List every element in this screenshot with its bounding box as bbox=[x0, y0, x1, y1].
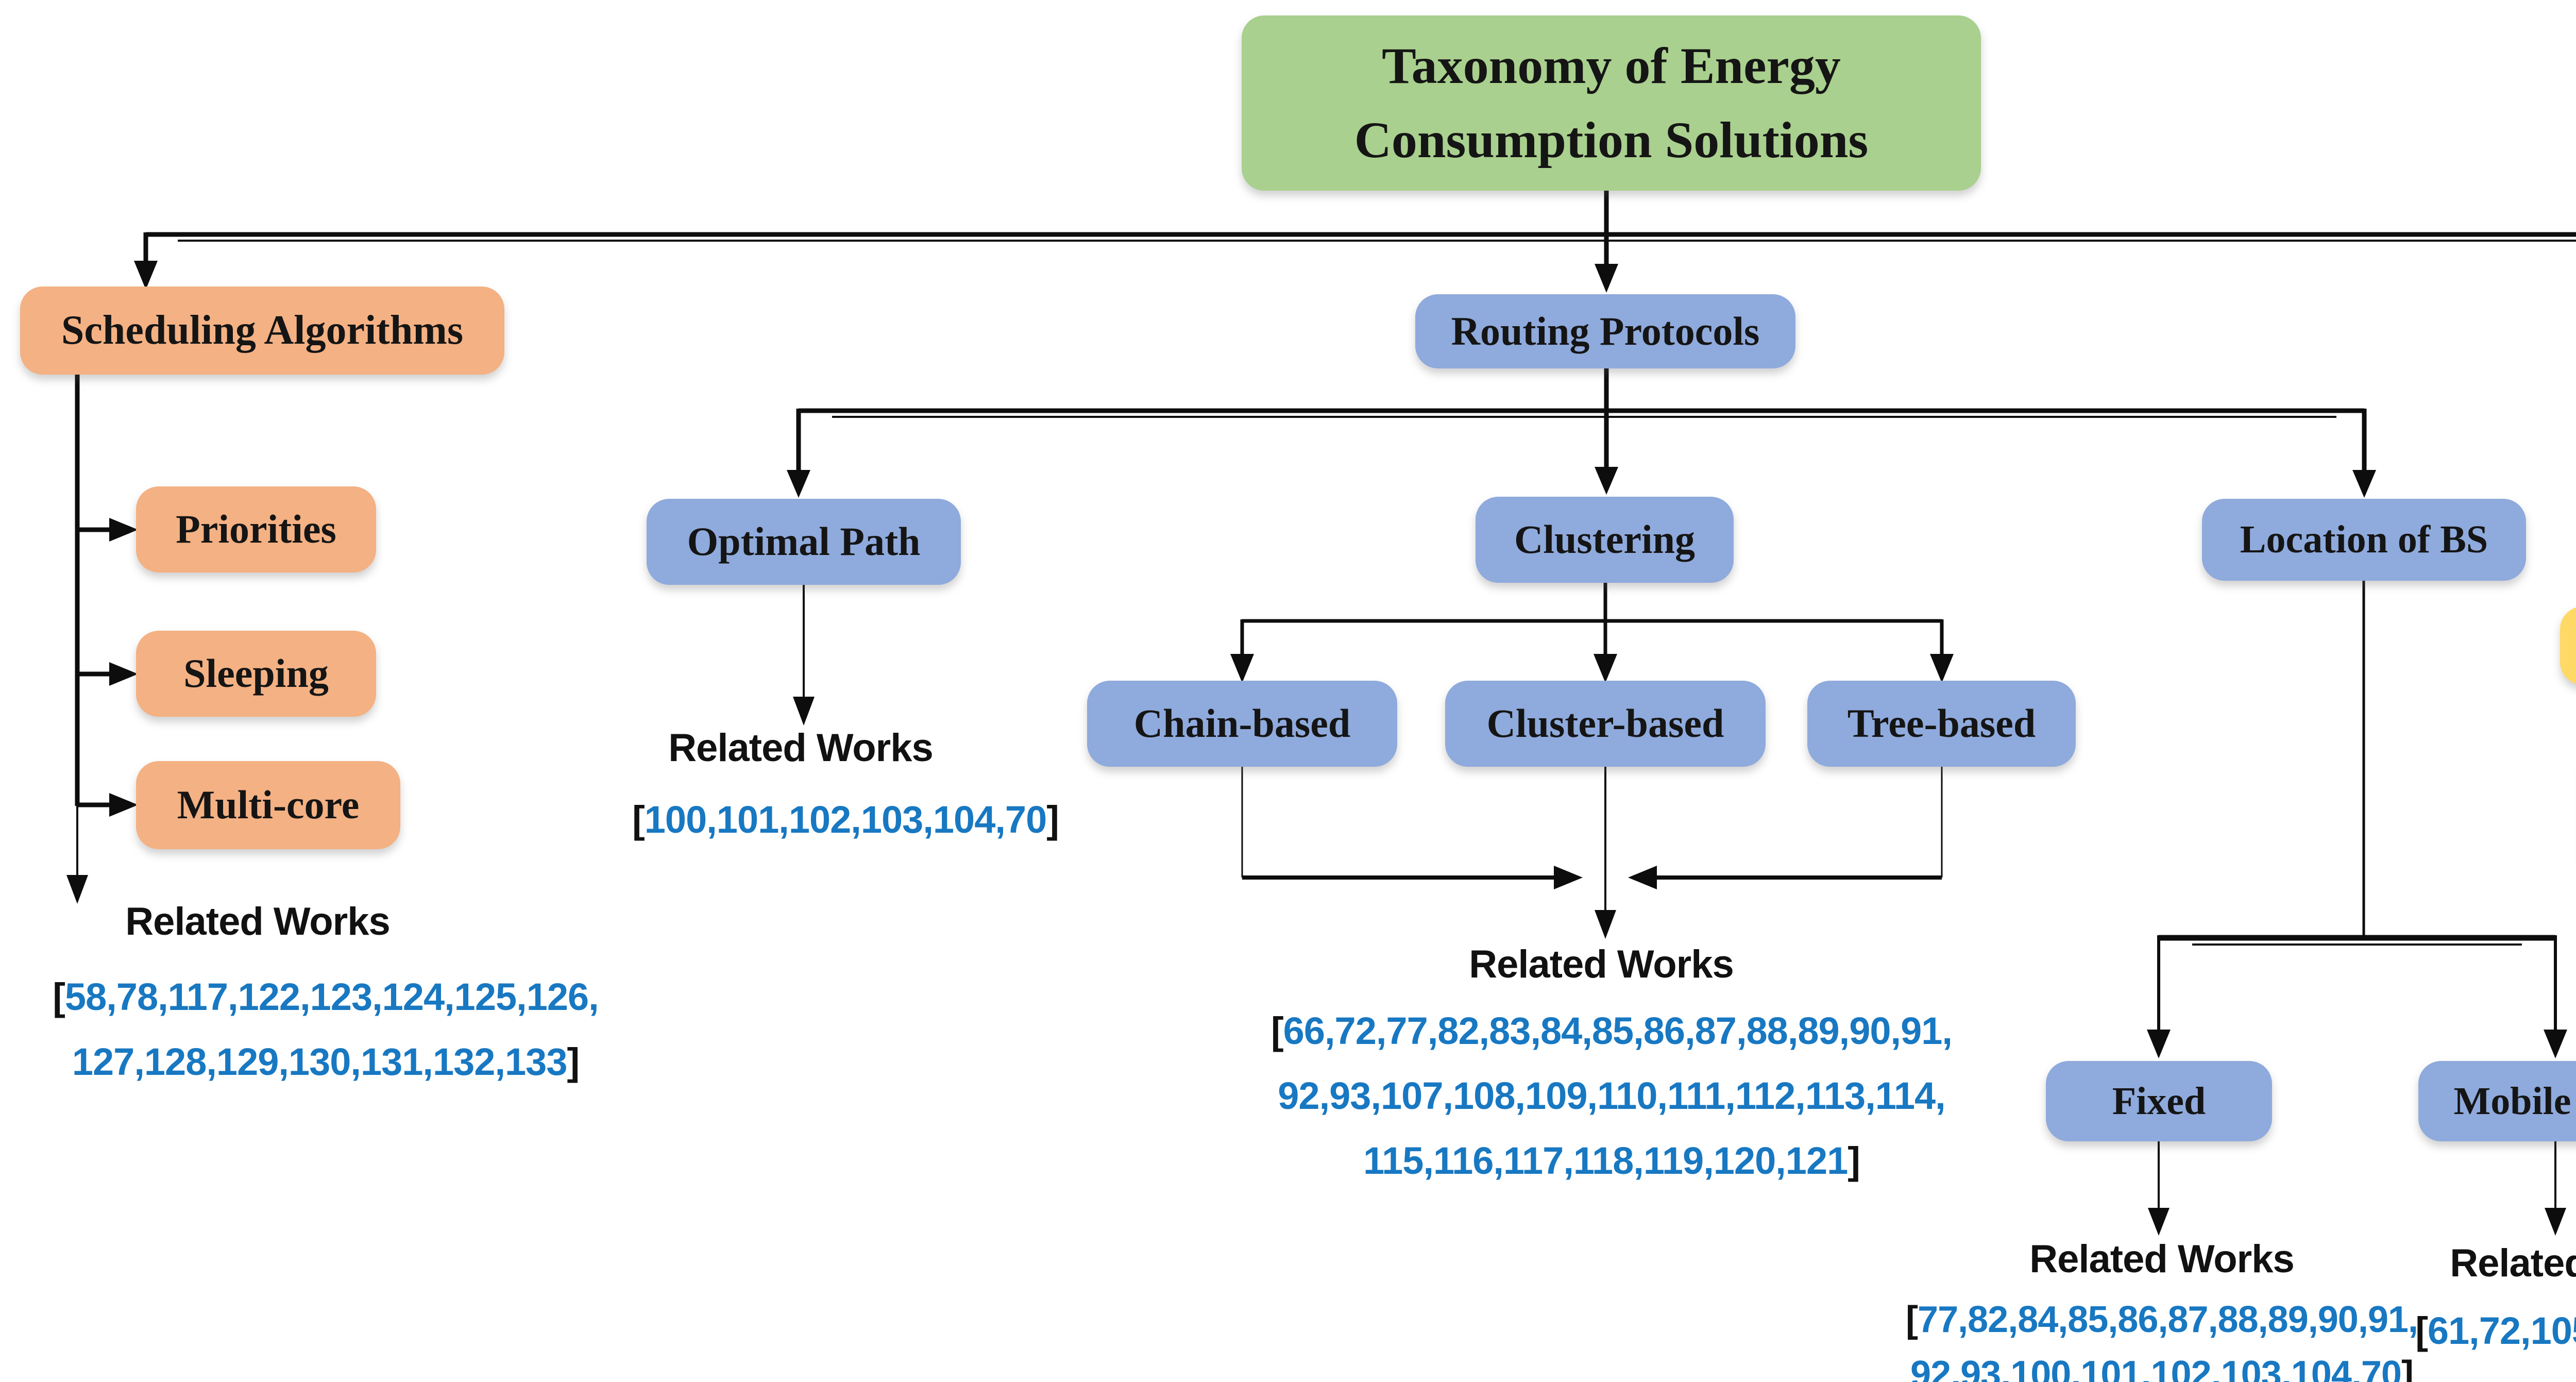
optimal-path-related-works-label: Related Works bbox=[668, 726, 934, 770]
node-label: Routing Protocols bbox=[1451, 308, 1760, 353]
bracket: [ bbox=[1271, 1009, 1284, 1052]
arrowhead-down bbox=[66, 875, 88, 904]
reference-numbers: 92,93,100,101,102,103,104,70 bbox=[1910, 1354, 2402, 1382]
arrowhead-down bbox=[1930, 654, 1954, 683]
arrowhead-down bbox=[2352, 470, 2376, 498]
node-root: Taxonomy of Energy Consumption Solutions bbox=[1242, 15, 1981, 191]
node-label: Scheduling Algorithms bbox=[61, 308, 464, 353]
reference-line: [77,82,84,85,86,87,88,89,90,91, bbox=[1906, 1292, 2418, 1347]
connector-scheduling-children bbox=[66, 375, 138, 904]
bracket: ] bbox=[2401, 1354, 2414, 1382]
reference-numbers: 127,128,129,130,131,132,133 bbox=[72, 1040, 568, 1083]
arrowhead-down bbox=[134, 261, 158, 290]
connector-location-bs-children bbox=[2147, 581, 2567, 1236]
arrowhead-down bbox=[793, 697, 815, 726]
node-label: Priorities bbox=[176, 507, 336, 552]
reference-line: [100,101,102,103,104,70] bbox=[632, 787, 1059, 852]
node-label: Optimal Path bbox=[687, 519, 921, 564]
connector-root-to-branches bbox=[134, 190, 2576, 293]
arrowhead-down bbox=[2544, 1030, 2567, 1058]
mobile-sink-references: [61,72,105,106,107] bbox=[2415, 1299, 2576, 1363]
mobile-sink-related-works-label: Related Works bbox=[2450, 1241, 2576, 1285]
reference-numbers: 92,93,107,108,109,110,111,112,113,114, bbox=[1278, 1074, 1945, 1117]
node-chain-based: Chain-based bbox=[1087, 681, 1397, 767]
node-tree-based: Tree-based bbox=[1807, 681, 2076, 767]
fixed-references: [77,82,84,85,86,87,88,89,90,91, 92,93,10… bbox=[1906, 1292, 2418, 1382]
node-routing-protocols: Routing Protocols bbox=[1415, 294, 1795, 368]
root-label-line2: Consumption Solutions bbox=[1354, 111, 1869, 168]
clustering-related-works-label: Related Works bbox=[1469, 942, 1734, 986]
node-multi-core: Multi-core bbox=[136, 761, 400, 849]
arrowhead-down bbox=[2545, 1208, 2566, 1236]
optimal-path-references: [100,101,102,103,104,70] bbox=[632, 787, 1059, 852]
connector-clustering-children bbox=[1230, 583, 1954, 683]
node-label: Cluster-based bbox=[1486, 701, 1724, 746]
connector-routing-children bbox=[787, 368, 2376, 726]
arrowhead-right bbox=[109, 793, 138, 817]
arrowhead-down bbox=[787, 470, 810, 498]
node-label: Chain-based bbox=[1133, 701, 1351, 746]
reference-numbers: 77,82,84,85,86,87,88,89,90,91, bbox=[1918, 1299, 2418, 1340]
scheduling-references: [58,78,117,122,123,124,125,126, 127,128,… bbox=[53, 965, 599, 1094]
arrowhead-down bbox=[1595, 467, 1618, 495]
reference-line: 92,93,100,101,102,103,104,70] bbox=[1906, 1347, 2418, 1382]
node-label: Mobile Sink bbox=[2453, 1079, 2576, 1123]
bracket: [ bbox=[632, 798, 645, 841]
arrowhead-down bbox=[1595, 264, 1618, 293]
arrowhead-right bbox=[109, 518, 138, 542]
node-mobile-sink: Mobile Sink bbox=[2418, 1061, 2576, 1141]
arrowhead-down bbox=[2148, 1208, 2170, 1236]
arrowhead-right bbox=[109, 662, 138, 686]
bracket: [ bbox=[1906, 1299, 1918, 1340]
clustering-references: [66,72,77,82,83,84,85,86,87,88,89,90,91,… bbox=[1271, 999, 1953, 1193]
reference-line: 115,116,117,118,119,120,121] bbox=[1271, 1128, 1952, 1193]
reference-line: [61,72,105,106,107] bbox=[2415, 1299, 2576, 1363]
reference-numbers: 66,72,77,82,83,84,85,86,87,88,89,90,91, bbox=[1283, 1009, 1953, 1052]
node-label: Multi-core bbox=[177, 782, 360, 828]
node-priorities: Priorities bbox=[136, 486, 376, 572]
arrowhead-down bbox=[1594, 654, 1617, 683]
reference-numbers: 115,116,117,118,119,120,121 bbox=[1363, 1139, 1848, 1182]
node-optimal-path: Optimal Path bbox=[647, 499, 961, 585]
node-cluster-based: Cluster-based bbox=[1445, 681, 1766, 767]
reference-numbers: 58,78,117,122,123,124,125,126, bbox=[64, 975, 599, 1018]
node-label: Clustering bbox=[1514, 517, 1695, 562]
root-label-line1: Taxonomy of Energy bbox=[1382, 37, 1841, 94]
reference-line: 127,128,129,130,131,132,133] bbox=[53, 1030, 598, 1094]
arrowhead-down bbox=[2147, 1030, 2171, 1058]
node-label: Sleeping bbox=[183, 651, 329, 696]
arrowhead-left bbox=[1628, 866, 1657, 889]
reference-numbers: 61,72,105,106,107 bbox=[2427, 1309, 2576, 1352]
node-scheduling-algorithms: Scheduling Algorithms bbox=[20, 286, 504, 375]
reference-line: [66,72,77,82,83,84,85,86,87,88,89,90,91, bbox=[1271, 999, 1953, 1064]
node-clustering: Clustering bbox=[1476, 497, 1734, 583]
arrowhead-down bbox=[1595, 910, 1616, 939]
bracket: ] bbox=[567, 1040, 580, 1083]
reference-numbers: 100,101,102,103,104,70 bbox=[644, 798, 1047, 841]
bracket: [ bbox=[2415, 1309, 2428, 1352]
bracket: ] bbox=[1848, 1139, 1860, 1182]
node-label: Location of BS bbox=[2240, 518, 2488, 562]
bracket: [ bbox=[53, 975, 65, 1018]
scheduling-related-works-label: Related Works bbox=[125, 900, 391, 943]
bracket: ] bbox=[1046, 798, 1059, 841]
reference-line: [58,78,117,122,123,124,125,126, bbox=[53, 965, 599, 1030]
node-sleeping: Sleeping bbox=[136, 631, 376, 717]
reference-line: 92,93,107,108,109,110,111,112,113,114, bbox=[1271, 1064, 1952, 1128]
connector-clustering-merge bbox=[1241, 767, 1943, 939]
arrowhead-down bbox=[1230, 654, 1254, 683]
arrowhead-right bbox=[1554, 866, 1583, 889]
fixed-related-works-label: Related Works bbox=[2029, 1237, 2295, 1281]
node-label: Fixed bbox=[2112, 1079, 2206, 1123]
node-location-of-bs: Location of BS bbox=[2202, 499, 2526, 581]
node-fixed: Fixed bbox=[2046, 1061, 2272, 1141]
node-label: Tree-based bbox=[1847, 701, 2036, 746]
node-production-step: Production step bbox=[2560, 606, 2576, 685]
